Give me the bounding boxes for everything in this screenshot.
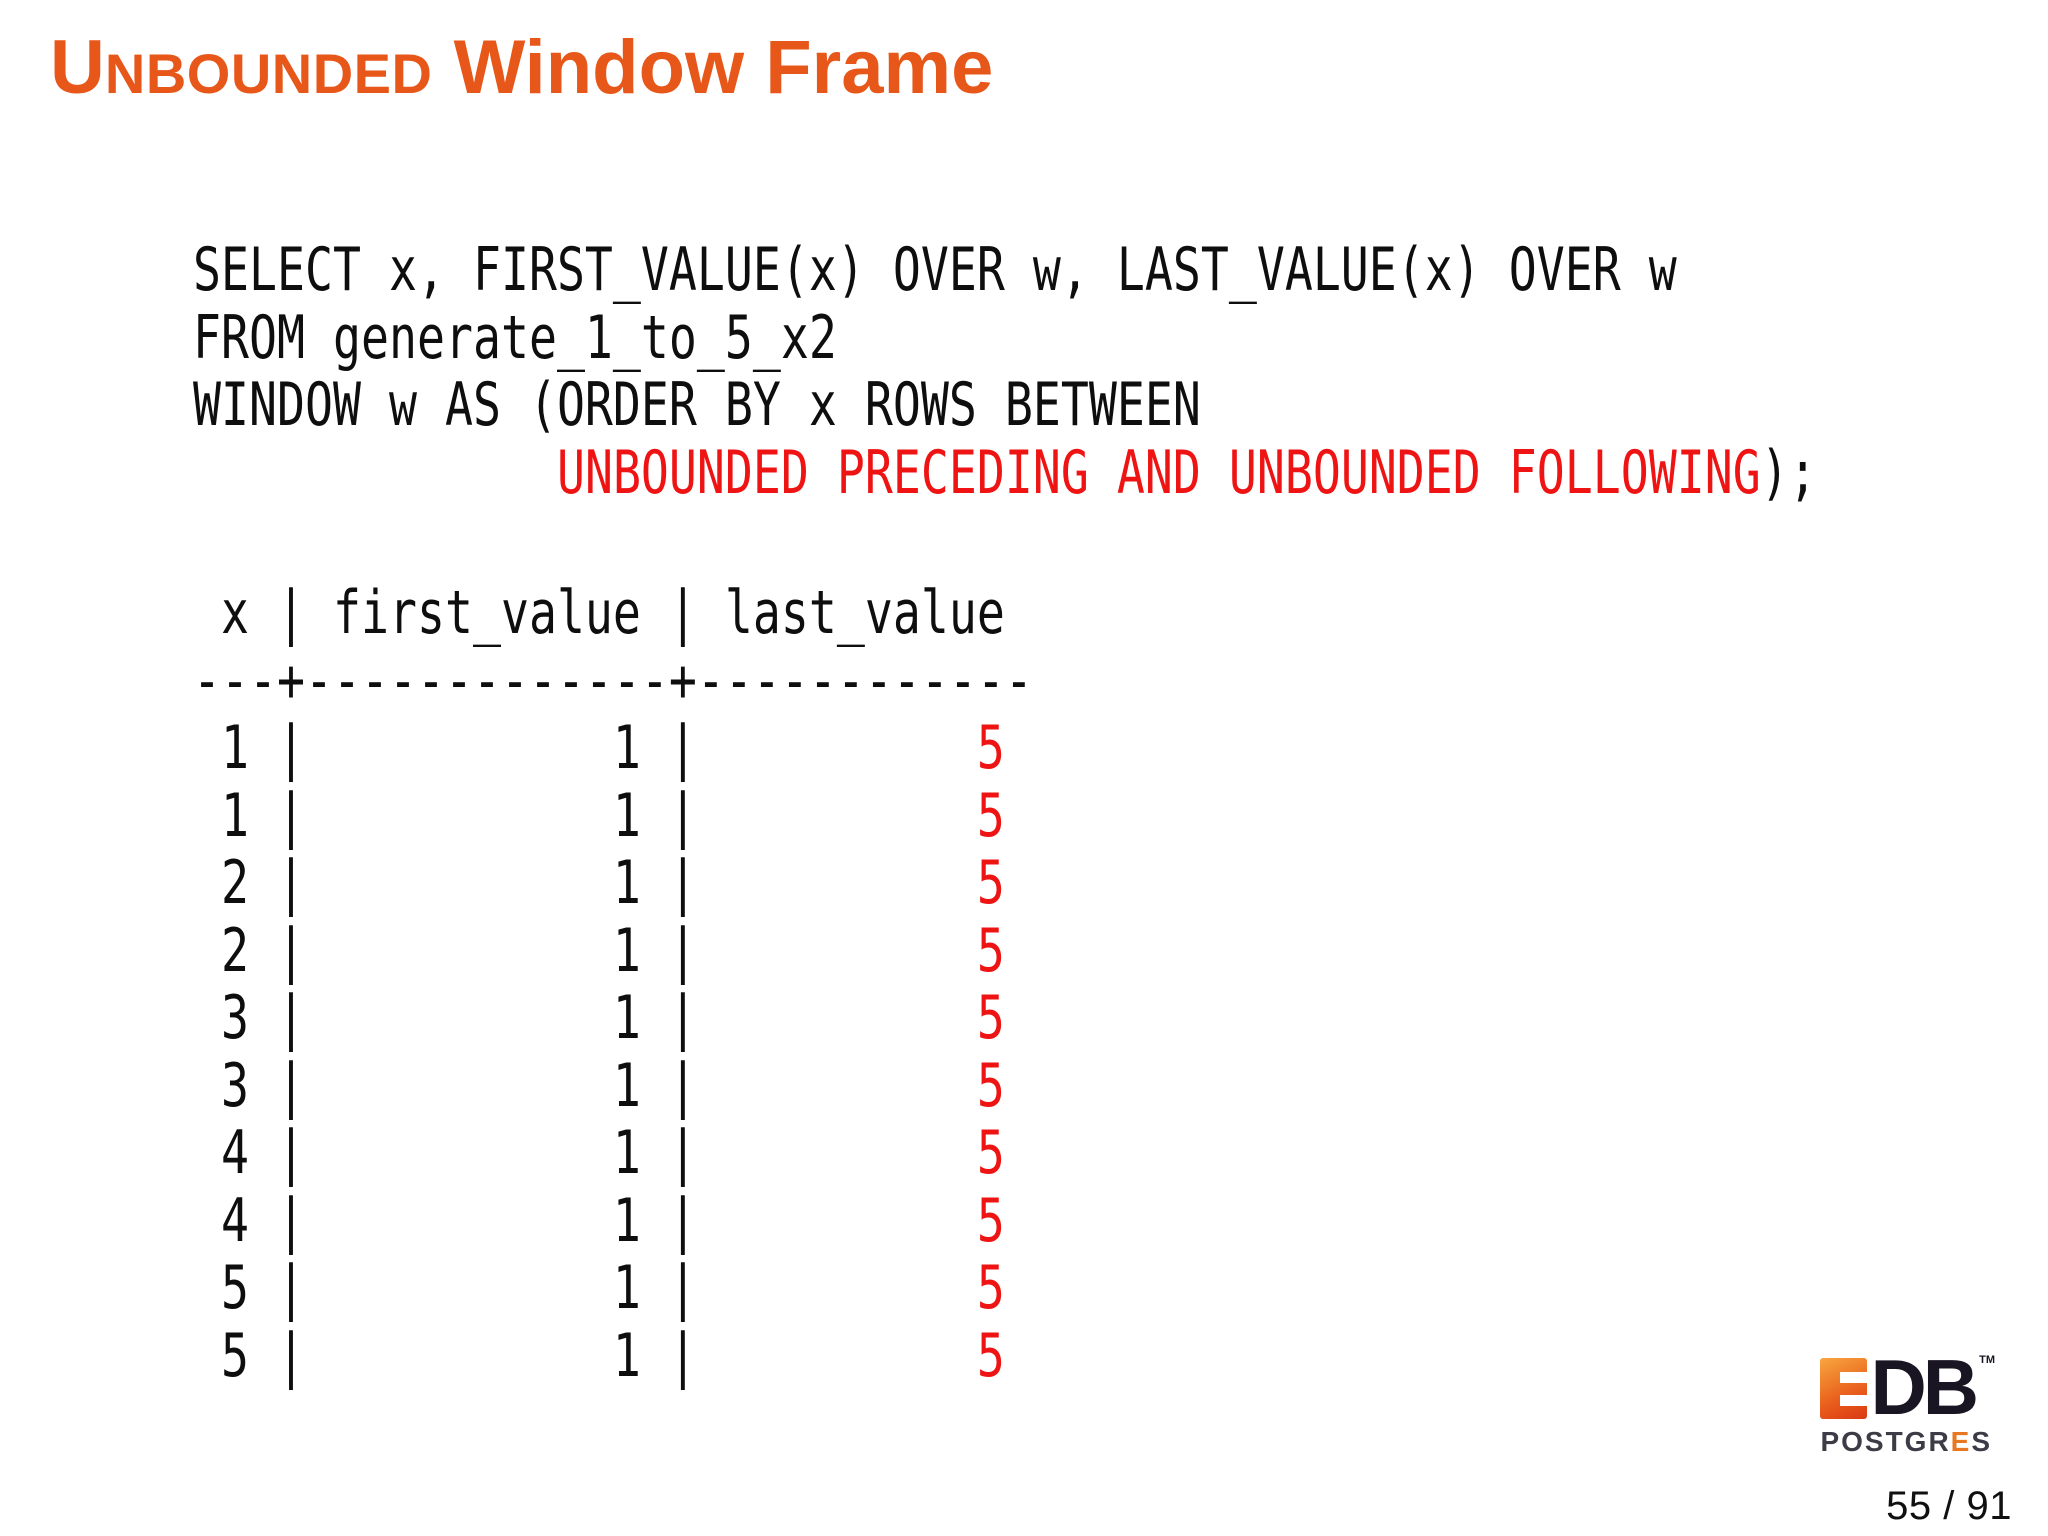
result-row: 3 | 1 | 5 bbox=[193, 983, 1033, 1053]
subtitle-after: S bbox=[1971, 1426, 1993, 1457]
result-row: 3 | 1 | 5 bbox=[193, 1050, 1033, 1121]
edb-logo-e-notch-top bbox=[1840, 1372, 1868, 1383]
result-rows: 1 | 1 | 5 1 | 1 | 5 2 | 1 | 5 2 | 1 | 5 … bbox=[193, 713, 1033, 1391]
result-row: 5 | 1 | 5 bbox=[193, 1253, 1033, 1323]
title-small-caps: NBOUNDED bbox=[104, 42, 433, 105]
result-row-last-value: 5 bbox=[724, 780, 1005, 851]
subtitle-accent-letter: E bbox=[1950, 1426, 1972, 1457]
result-row: 2 | 1 | 5 bbox=[193, 915, 1033, 986]
edb-logo-text: DB bbox=[1870, 1343, 1979, 1431]
sql-line-4-indent bbox=[193, 438, 557, 508]
result-row-x-and-first-value: 1 | 1 | bbox=[193, 780, 725, 851]
result-row-x-and-first-value: 4 | 1 | bbox=[193, 1185, 725, 1256]
edb-logo-row: DB TM bbox=[1820, 1343, 1995, 1431]
result-row-x-and-first-value: 3 | 1 | bbox=[193, 1050, 725, 1121]
result-row-last-value: 5 bbox=[724, 1118, 1005, 1188]
sql-line-1: SELECT x, FIRST_VALUE(x) OVER w, LAST_VA… bbox=[193, 235, 1677, 305]
sql-line-4-highlight: UNBOUNDED PRECEDING AND UNBOUNDED FOLLOW… bbox=[556, 437, 1761, 508]
result-row: 2 | 1 | 5 bbox=[193, 848, 1033, 918]
result-separator-row: ---+-------------+------------ bbox=[193, 645, 1033, 716]
result-row-last-value: 5 bbox=[724, 1320, 1005, 1391]
sql-line-3: WINDOW w AS (ORDER BY x ROWS BETWEEN bbox=[193, 370, 1201, 440]
edb-logo-subtitle: POSTGRES bbox=[1820, 1426, 1995, 1458]
query-result-table: x | first_value | last_value---+--------… bbox=[193, 578, 1033, 1391]
page-number: 55 / 91 bbox=[1886, 1484, 2012, 1528]
sql-line-4: UNBOUNDED PRECEDING AND UNBOUNDED FOLLOW… bbox=[193, 437, 1817, 508]
result-row-last-value: 5 bbox=[724, 1185, 1005, 1256]
result-row: 4 | 1 | 5 bbox=[193, 1118, 1033, 1188]
sql-line-2: FROM generate_1_to_5_x2 bbox=[193, 302, 837, 373]
result-row: 1 | 1 | 5 bbox=[193, 713, 1033, 783]
result-row-x-and-first-value: 2 | 1 | bbox=[193, 848, 725, 918]
result-row-last-value: 5 bbox=[724, 983, 1005, 1053]
edb-postgres-logo: DB TM POSTGRES bbox=[1820, 1343, 1995, 1458]
title-lead-cap: U bbox=[50, 25, 105, 110]
result-header-row: x | first_value | last_value bbox=[193, 578, 1005, 648]
result-row-last-value: 5 bbox=[724, 1050, 1005, 1121]
edb-logo-e-notch-bottom bbox=[1840, 1395, 1868, 1406]
result-row: 5 | 1 | 5 bbox=[193, 1320, 1033, 1391]
result-row-x-and-first-value: 3 | 1 | bbox=[193, 983, 725, 1053]
result-row-x-and-first-value: 4 | 1 | bbox=[193, 1118, 725, 1188]
edb-logo-e-icon bbox=[1820, 1358, 1868, 1419]
result-row-last-value: 5 bbox=[724, 1253, 1005, 1323]
result-row: 1 | 1 | 5 bbox=[193, 780, 1033, 851]
result-row-x-and-first-value: 2 | 1 | bbox=[193, 915, 725, 986]
result-row-x-and-first-value: 5 | 1 | bbox=[193, 1320, 725, 1391]
title-rest: Window Frame bbox=[432, 25, 994, 110]
result-row: 4 | 1 | 5 bbox=[193, 1185, 1033, 1256]
result-row-x-and-first-value: 1 | 1 | bbox=[193, 713, 725, 783]
result-row-last-value: 5 bbox=[724, 915, 1005, 986]
trademark-symbol: TM bbox=[1979, 1354, 1995, 1366]
sql-line-4-tail: ); bbox=[1760, 437, 1817, 508]
result-row-last-value: 5 bbox=[724, 713, 1005, 783]
page-title: UNBOUNDED Window Frame bbox=[50, 26, 993, 110]
sql-code-block: SELECT x, FIRST_VALUE(x) OVER w, LAST_VA… bbox=[193, 235, 1817, 508]
subtitle-before: POSTGR bbox=[1820, 1426, 1951, 1457]
result-row-x-and-first-value: 5 | 1 | bbox=[193, 1253, 725, 1323]
result-row-last-value: 5 bbox=[724, 848, 1005, 918]
